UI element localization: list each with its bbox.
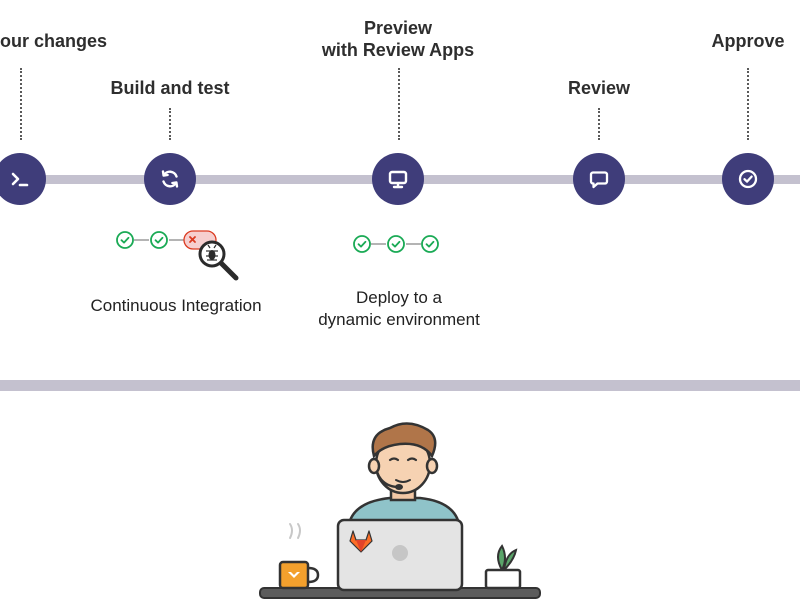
- cd-caption-line-1: Deploy to a: [355, 288, 442, 307]
- stage-label-review-line: Review: [567, 78, 631, 98]
- laptop: [336, 518, 464, 592]
- job-passed-icon: [353, 235, 371, 253]
- cd-caption-line-2: dynamic environment: [318, 310, 480, 329]
- stage-label-preview: Preview with Review Apps: [322, 17, 474, 61]
- cd-job-chain: [351, 232, 443, 256]
- stage-label-preview-line-1: Preview: [363, 18, 433, 38]
- check-circle-icon: [738, 169, 758, 189]
- stage-label-review: Review: [568, 77, 630, 99]
- cd-caption: Deploy to a dynamic environment: [318, 287, 480, 331]
- ci-job-chain: [114, 228, 244, 281]
- stage-label-approve-line: Approve: [711, 31, 785, 51]
- job-passed-icon: [116, 231, 134, 249]
- stage-node-commit[interactable]: [0, 153, 46, 205]
- stage-node-review[interactable]: [573, 153, 625, 205]
- plant-pot: [484, 544, 522, 590]
- bug-magnifier-icon: [198, 240, 239, 281]
- stage-label-commit-line: your changes: [0, 31, 108, 51]
- monitor-icon: [388, 170, 408, 189]
- connector-approve: [747, 68, 749, 140]
- job-passed-icon: [387, 235, 405, 253]
- connector-commit: [20, 68, 22, 140]
- developer-avatar: [367, 422, 439, 495]
- stage-node-approve[interactable]: [722, 153, 774, 205]
- gitlab-logo: [349, 530, 373, 553]
- headset-mic: [375, 470, 399, 489]
- section-divider: [0, 380, 800, 391]
- connector-review: [598, 108, 600, 140]
- refresh-icon: [161, 170, 179, 188]
- coffee-mug: [278, 523, 320, 590]
- stage-node-build[interactable]: [144, 153, 196, 205]
- ci-caption-text: Continuous Integration: [90, 296, 262, 315]
- terminal-icon: [11, 172, 29, 187]
- stage-label-preview-line-2: with Review Apps: [321, 40, 475, 60]
- developer-hair: [371, 422, 437, 459]
- stage-label-build: Build and test: [110, 77, 229, 99]
- stage-node-preview[interactable]: [372, 153, 424, 205]
- comment-icon: [589, 171, 609, 189]
- ci-caption: Continuous Integration: [90, 295, 261, 317]
- stage-label-commit: your changes: [0, 30, 107, 52]
- developer-illustration: [259, 422, 541, 599]
- stage-label-approve: Approve: [711, 30, 784, 52]
- stage-label-build-line: Build and test: [110, 78, 230, 98]
- job-passed-icon: [421, 235, 439, 253]
- connector-build: [169, 108, 171, 140]
- job-passed-icon: [150, 231, 168, 249]
- connector-preview: [398, 68, 400, 140]
